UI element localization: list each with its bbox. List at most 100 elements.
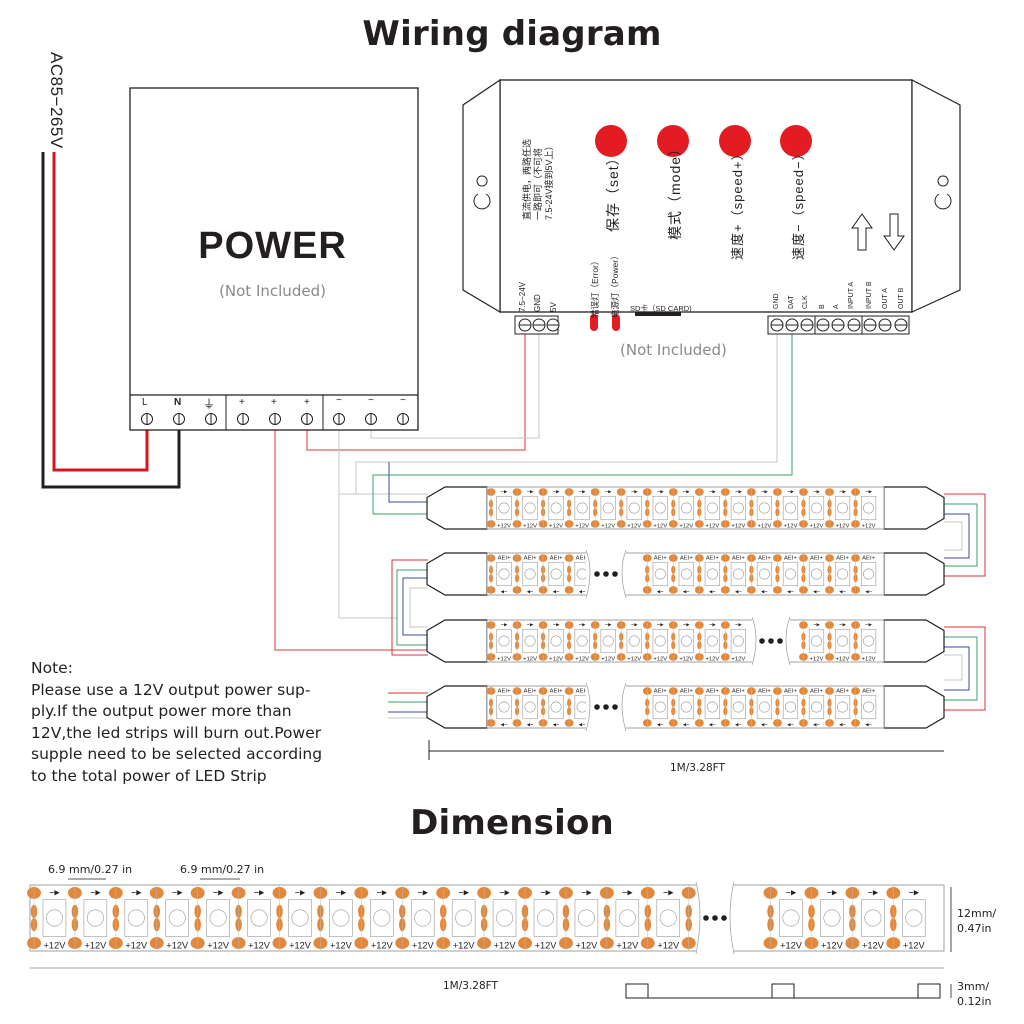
- led-lens: [706, 635, 718, 647]
- jumper-wire: [944, 493, 986, 577]
- arrow-right-icon: –▸: [553, 621, 560, 629]
- led-chip-icon: [834, 561, 851, 587]
- led-lens: [732, 502, 744, 514]
- led-chip-label: AЕI+: [784, 556, 797, 562]
- led-lens: [837, 568, 849, 580]
- arrow-left-icon: ◂–: [787, 720, 794, 728]
- arrow-left-icon: ◂–: [657, 720, 664, 728]
- positive-wire: [306, 334, 526, 451]
- led-chip-icon: [533, 899, 558, 937]
- arrow-right-icon: –▸: [501, 488, 508, 496]
- mode-button-label: 模式（mode）: [667, 140, 683, 240]
- arrow-left-icon: ◂–: [865, 587, 872, 595]
- led-chip-label: +12V: [705, 523, 719, 529]
- led-lens: [498, 568, 510, 580]
- jumper-wire: [402, 577, 428, 636]
- controller-button-icon: [657, 125, 689, 157]
- led-chip-label: +12V: [862, 656, 876, 662]
- led-lens: [810, 568, 823, 580]
- led-lens: [498, 502, 510, 514]
- arrow-right-icon: –▸: [213, 887, 224, 899]
- jumper-wire: [944, 654, 963, 681]
- led-chip-label: +12V: [780, 940, 803, 950]
- jumper-wire: [396, 569, 428, 646]
- arrow-right-icon: –▸: [709, 488, 716, 496]
- ellipsis-dot: [594, 571, 600, 577]
- led-chip-label: +12V: [810, 523, 824, 529]
- keyhole-icon: [473, 175, 491, 210]
- led-chip-label: +12V: [679, 523, 693, 529]
- break-curve: [695, 881, 701, 955]
- arrow-right-icon: –▸: [827, 887, 838, 899]
- led-chip-icon: [492, 899, 517, 937]
- led-chip-icon: [548, 495, 564, 521]
- dimension-strip: +12V–▸+12V–▸+12V–▸+12V–▸+12V–▸+12V–▸+12V…: [27, 878, 952, 999]
- ground-wire: [355, 334, 778, 494]
- terminal-label-out-a: OUT A: [882, 288, 889, 309]
- terminal-label-5v: 5V: [549, 302, 558, 312]
- jumper-wire: [944, 503, 978, 567]
- terminal-label-input-a: INPUT A: [848, 281, 855, 309]
- controller-button-icon: [719, 125, 751, 157]
- arrow-right-icon: –▸: [868, 887, 879, 899]
- led-lens: [758, 568, 770, 580]
- ellipsis-dot: [759, 638, 765, 644]
- led-lens: [86, 909, 104, 927]
- break-curve: [729, 881, 735, 955]
- led-lens: [618, 909, 636, 927]
- terminal-label-a: A: [833, 304, 840, 309]
- led-lens: [782, 909, 800, 927]
- dimension-length-label: 1M/3.28FT: [443, 980, 498, 992]
- arrow-right-icon: –▸: [813, 488, 820, 496]
- led-chip-label: +12V: [412, 940, 435, 950]
- led-chip-label: +12V: [575, 523, 589, 529]
- terminal-label-out-b: OUT B: [898, 287, 905, 309]
- led-chip-label: +12V: [453, 940, 476, 950]
- led-chip-icon: [834, 495, 851, 521]
- led-chip-label: AЕI+: [732, 689, 745, 695]
- wiring-diagram-title: Wiring diagram: [362, 14, 662, 54]
- profile-led-icon: [771, 983, 795, 999]
- led-chip-label: +12V: [810, 656, 824, 662]
- wires: [41, 152, 986, 719]
- led-chip-label: +12V: [784, 523, 798, 529]
- ground-wire: [338, 425, 398, 619]
- led-chip-label: +12V: [616, 940, 639, 950]
- led-chip-icon: [652, 495, 668, 521]
- strip-connector: [426, 486, 488, 530]
- led-lens: [810, 701, 823, 713]
- note-line: 12V,the led strips will burn out.Power: [31, 723, 322, 742]
- led-chip-label: +12V: [497, 523, 511, 529]
- power-indicator-label: 电源灯（Power）: [610, 251, 620, 318]
- jumper-wire: [944, 646, 970, 691]
- strip-connector: [426, 619, 488, 663]
- arrow-left-icon: ◂–: [735, 720, 742, 728]
- arrow-right-icon: –▸: [709, 621, 716, 629]
- led-chip-label: +12V: [166, 940, 189, 950]
- led-chip-label: +12V: [125, 940, 148, 950]
- break-curve: [621, 549, 627, 599]
- profile-led-icon: [625, 983, 649, 999]
- power-not-included: (Not Included): [219, 282, 326, 300]
- arrow-right-icon: –▸: [579, 621, 586, 629]
- led-chip-icon: [548, 694, 564, 720]
- led-lens: [291, 909, 309, 927]
- jumper-wire: [944, 626, 986, 711]
- arrow-left-icon: ◂–: [553, 587, 560, 595]
- arrow-right-icon: –▸: [49, 887, 60, 899]
- terminal-label-gnd-signal: GND: [773, 293, 780, 309]
- led-chip-icon: [410, 899, 435, 937]
- strip-length-label: 1M/3.28FT: [670, 762, 725, 774]
- power-supply-body: [129, 87, 419, 431]
- led-chip-label: AЕI+: [758, 556, 771, 562]
- led-chip-icon: [600, 628, 616, 654]
- led-chip-icon: [860, 561, 877, 587]
- led-lens: [537, 909, 554, 927]
- dimension-title: Dimension: [410, 803, 614, 843]
- led-chip-label: +12V: [757, 523, 771, 529]
- ellipsis-dot: [768, 638, 774, 644]
- terminal-label-7-5-24v: 7.5−24V: [518, 281, 527, 312]
- led-chip-label: +12V: [44, 940, 67, 950]
- arrow-right-icon: –▸: [417, 887, 428, 899]
